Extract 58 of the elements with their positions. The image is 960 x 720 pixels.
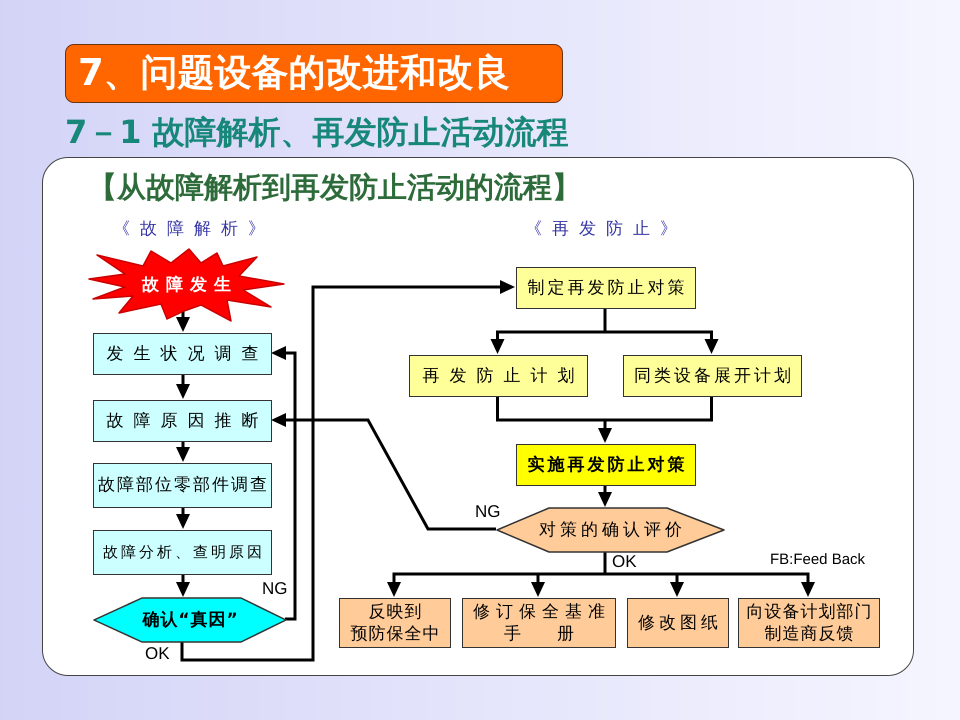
process-box <box>516 267 696 309</box>
arrow <box>598 486 612 507</box>
process-box <box>738 598 880 648</box>
arrow <box>598 418 612 443</box>
step-label: 反映到预防保全中 <box>350 600 440 646</box>
connector-line <box>496 397 605 422</box>
connector-line <box>604 572 678 576</box>
step-label: 再发防止计划 <box>422 364 574 388</box>
section-subtitle: 7－1 故障解析、再发防止活动流程 <box>65 113 569 152</box>
step-label: 修改图纸 <box>638 612 718 634</box>
footnote-text: FB:Feed Back <box>770 551 866 569</box>
process-box <box>409 355 588 397</box>
step-label: 故障分析、查明原因 <box>103 542 262 562</box>
arrow <box>176 575 190 597</box>
process-box <box>462 598 616 648</box>
arrow <box>176 375 190 399</box>
column-heading: 《故障解析》 <box>113 219 275 240</box>
title-text: 7、问题设备的改进和改良 <box>78 51 511 95</box>
step-label: 故障发生 <box>142 274 231 296</box>
arrow <box>176 310 190 332</box>
step-label: 向设备计划部门制造商反馈 <box>746 600 872 646</box>
connector-line <box>604 550 606 576</box>
step-label: 发生状况调查 <box>106 342 258 366</box>
arrow <box>176 508 190 529</box>
panel-heading: 【从故障解析到再发防止活动的流程】 <box>88 169 581 206</box>
process-box <box>93 400 272 442</box>
process-box <box>93 333 272 375</box>
process-box <box>516 444 696 486</box>
arrow <box>176 442 190 462</box>
arrow <box>605 330 718 354</box>
arrow <box>271 413 496 530</box>
column-heading: 《再发防止》 <box>525 219 687 240</box>
arrow <box>677 572 815 597</box>
step-label: 对策的确认评价 <box>539 518 682 542</box>
edge-label: OK <box>612 553 637 571</box>
edge-label: NG <box>475 503 500 521</box>
edge-label: NG <box>262 580 288 598</box>
process-box <box>339 598 451 648</box>
connector-line <box>536 572 606 576</box>
arrow <box>180 280 515 662</box>
process-box <box>93 530 272 575</box>
process-box <box>623 355 802 397</box>
process-box <box>627 598 729 648</box>
step-label: 故障部位零部件调查 <box>98 474 267 497</box>
step-label: 故障原因推断 <box>106 410 258 432</box>
step-label: 同类设备展开计划 <box>634 364 791 388</box>
rounded-panel <box>42 157 914 676</box>
arrow <box>531 574 545 597</box>
step-label: 修订保全基准手册 <box>473 600 605 646</box>
arrow <box>670 574 684 597</box>
step-label: 确认“真因” <box>142 608 238 632</box>
step-label: 实施再发防止对策 <box>528 454 684 476</box>
edge-label: OK <box>145 645 170 663</box>
process-box <box>93 463 272 508</box>
connector-line <box>605 397 713 422</box>
arrow <box>271 346 296 620</box>
arrow <box>387 572 538 597</box>
step-label: 制定再发防止对策 <box>528 276 684 300</box>
